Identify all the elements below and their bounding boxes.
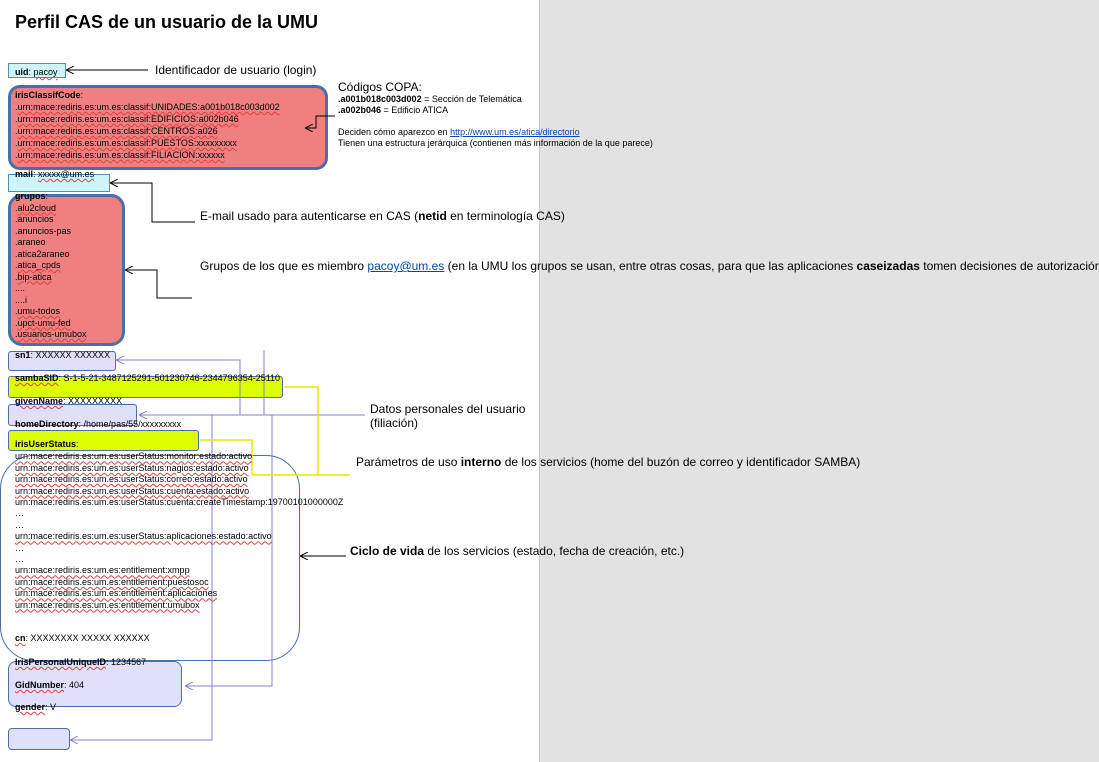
connector-lines	[0, 0, 365, 762]
grupo-item: .alu2cloud	[15, 202, 57, 213]
status-line: urn:mace:rediris.es:um.es:entitlement:ap…	[15, 588, 218, 599]
grupo-item: .atica_cpds	[15, 260, 61, 270]
param-annotation: Parámetros de uso interno de los servici…	[356, 455, 861, 469]
datos-line-gender	[71, 415, 213, 740]
sn1-box	[8, 351, 116, 371]
slide: Perfil CAS de un usuario de la UMU	[0, 0, 540, 762]
email-annotation: E-mail usado para autenticarse en CAS (n…	[200, 209, 565, 223]
mail-box	[8, 174, 110, 192]
status-line: urn:mace:rediris.es:um.es:userStatus:nag…	[15, 462, 249, 473]
gender-box	[8, 728, 70, 750]
grupo-item: .bip-atica	[15, 271, 52, 282]
grupos-attr: grupos: .alu2cloud .anuncios .anuncios-p…	[15, 191, 87, 339]
email-link[interactable]: pacoy@um.es	[367, 259, 445, 273]
copa-annotation: Códigos COPA: .a001b018c003d002 = Secció…	[338, 80, 653, 149]
grupo-item: .anuncios-pas	[15, 225, 72, 236]
grupos-arrow	[126, 270, 192, 299]
cn-attr: cn: XXXXXXXX XXXXX XXXXXX	[15, 633, 150, 643]
status-line: urn:mace:rediris.es:um.es:entitlement:xm…	[15, 565, 190, 576]
datos-line-sn1	[117, 360, 241, 415]
status-line: urn:mace:rediris.es:um.es:userStatus:cue…	[15, 485, 250, 496]
status-line: …	[15, 542, 24, 553]
irisclassifcode-box	[8, 85, 328, 170]
grupo-item: .araneo	[15, 237, 46, 247]
sambasid-attr: sambaSID: S-1-5-21-3487125291-501230746-…	[15, 373, 281, 383]
login-annotation: Identificador de usuario (login)	[155, 63, 317, 77]
givenname-attr: givenName: XXXXXXXXX	[15, 396, 123, 406]
grupo-item: ....i	[15, 294, 28, 305]
grupo-item: .upct-umu-fed	[15, 317, 71, 328]
mail-attr: mail: xxxxx@um.es	[15, 169, 95, 179]
irisclassifcode-arrow	[306, 115, 335, 128]
classif-line: .urn:mace:rediris.es:um.es:classif:PUEST…	[15, 138, 237, 148]
gidnumber-attr: GidNumber: 404	[15, 680, 85, 690]
grupo-item: .umu-todos	[15, 306, 61, 316]
status-line: …	[15, 554, 24, 565]
gender-attr: gender: V	[15, 702, 57, 712]
ciclo-annotation: Ciclo de vida de los servicios (estado, …	[350, 544, 685, 558]
status-line: urn:mace:rediris.es:um.es:entitlement:pu…	[15, 576, 209, 587]
status-line: urn:mace:rediris.es:um.es:userStatus:mon…	[15, 451, 253, 462]
copa-decide: Deciden cómo aparezco en http://www.um.e…	[338, 127, 580, 137]
param-line-2	[200, 439, 318, 476]
sambasid-box	[8, 376, 283, 398]
page-title: Perfil CAS de un usuario de la UMU	[15, 12, 319, 32]
copa-tree: Tienen una estructura jerárquica (contie…	[338, 138, 653, 148]
uid-box	[8, 63, 66, 78]
mail-arrow	[111, 183, 195, 223]
status-line: …	[15, 508, 24, 519]
classif-line: .urn:mace:rediris.es:um.es:classif:CENTR…	[15, 126, 218, 136]
datos-line-cn	[186, 415, 273, 686]
classif-line: .urn:mace:rediris.es:um.es:classif:EDIFI…	[15, 114, 239, 124]
param-line	[284, 386, 350, 476]
grupo-item: .usuarios-umubox	[15, 329, 87, 339]
status-line: urn:mace:rediris.es:um.es:entitlement:um…	[15, 599, 200, 610]
copa-line-1: .a001b018c003d002 = Sección de Telemátic…	[338, 94, 522, 104]
givenname-box	[8, 404, 137, 426]
irisclassifcode-attr: irisClassifCode: .urn:mace:rediris.es:um…	[15, 90, 280, 160]
uid-attr: uid: pacoy	[15, 67, 58, 77]
copa-line-2: .a002b046 = Edificio ATICA	[338, 105, 449, 115]
classif-line: .urn:mace:rediris.es:um.es:classif:FILIA…	[15, 150, 225, 160]
grupos-box	[8, 194, 125, 346]
grupo-item: .atica2araneo	[15, 248, 70, 259]
sn1-attr: sn1: XXXXXX XXXXXX	[15, 350, 111, 360]
grupos-annotation: Grupos de los que es miembro pacoy@um.es…	[200, 259, 1099, 273]
irispersonaluniqueid-attr: IrisPersonalUniqueID: 1234567	[15, 657, 147, 667]
gidnumber-box	[8, 661, 182, 707]
irisuserstatus-outline	[0, 455, 300, 661]
homedirectory-attr: homeDirectory: /home/pas/55/xxxxxxxxx	[15, 419, 182, 429]
irisuserstatus-header-box	[8, 430, 199, 451]
grupo-item: .anuncios	[15, 214, 54, 224]
status-line: urn:mace:rediris.es:um.es:userStatus:cor…	[15, 474, 248, 485]
irisuserstatus-attr: irisUserStatus: urn:mace:rediris.es:um.e…	[15, 439, 344, 610]
status-line: urn:mace:rediris.es:um.es:userStatus:apl…	[15, 531, 272, 542]
status-line: urn:mace:rediris.es:um.es:userStatus:cue…	[15, 497, 344, 508]
grupo-item: ....	[15, 283, 26, 293]
classif-line: .urn:mace:rediris.es:um.es:classif:UNIDA…	[15, 102, 280, 112]
datos-annotation: Datos personales del usuario (filiación)	[370, 402, 526, 430]
status-line: …	[15, 519, 24, 530]
directorio-link[interactable]: http://www.um.es/atica/directorio	[450, 127, 580, 137]
copa-title: Códigos COPA:	[338, 80, 422, 94]
